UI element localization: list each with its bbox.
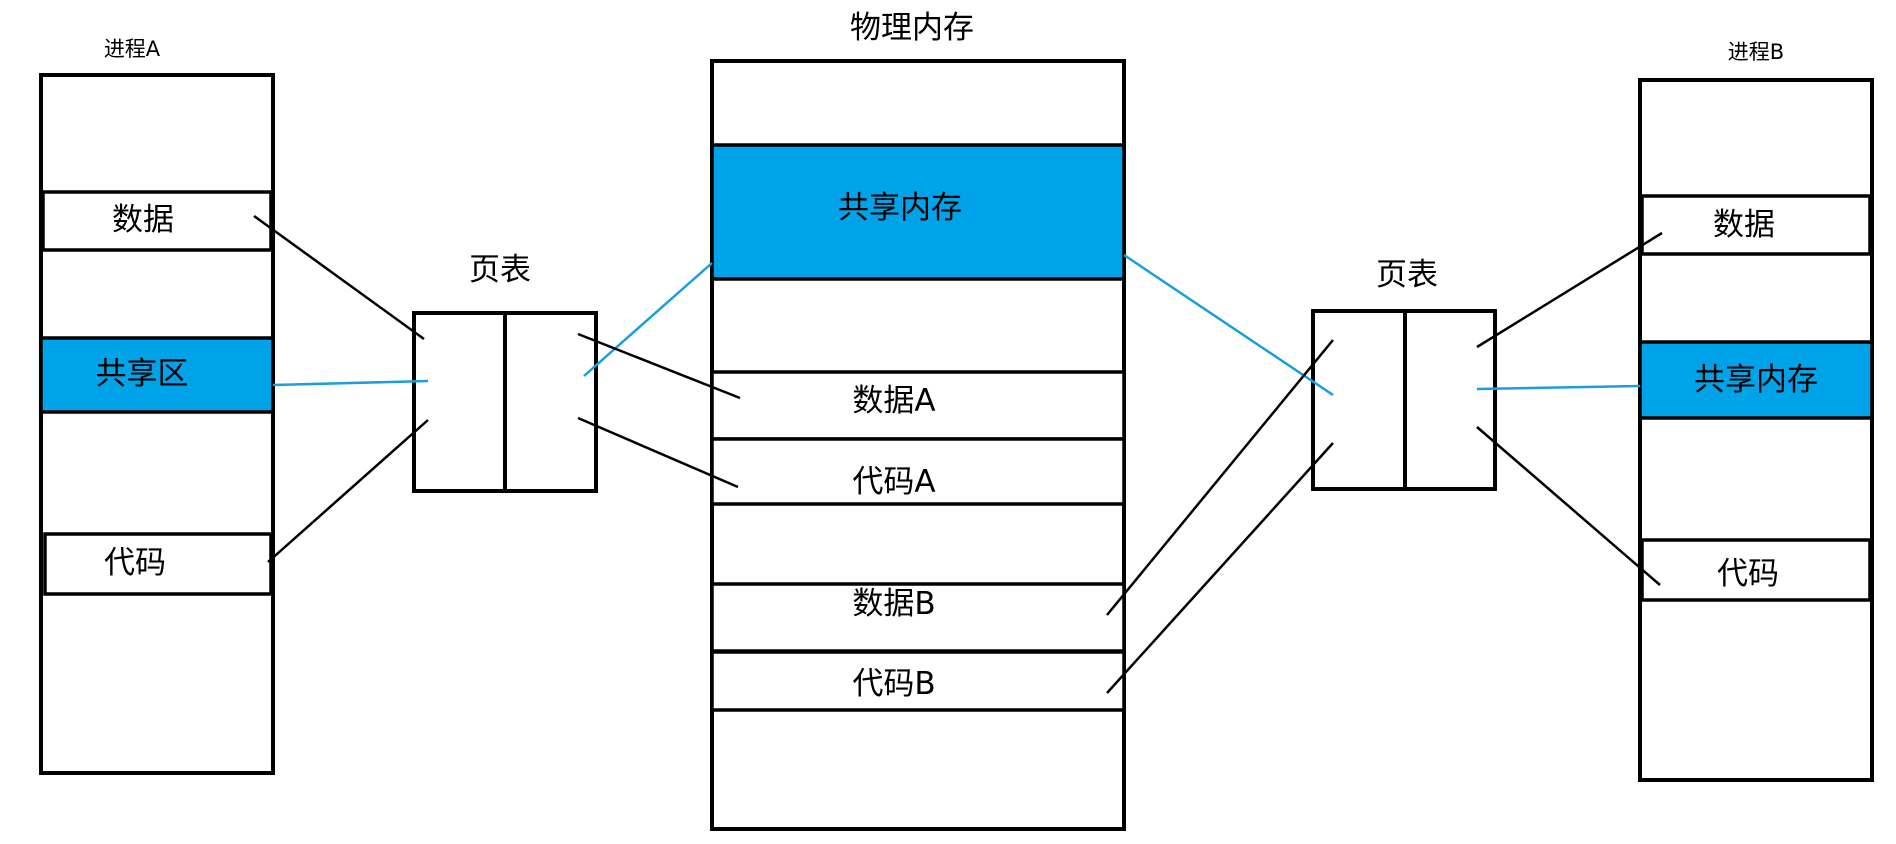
map-line-table-a-to-shared <box>583 262 713 377</box>
map-line-table-a-to-code-a <box>577 416 739 489</box>
process-b-data-label: 数据 <box>1713 207 1775 243</box>
map-line-data-b-to-table-b <box>1106 339 1334 616</box>
map-line-a-data-to-table <box>253 214 425 341</box>
page-table-a-title: 页表 <box>469 252 531 288</box>
process-a-space <box>39 73 275 775</box>
map-line-shared-to-table-b <box>1123 253 1334 397</box>
process-a: 进程A 数据 共享区 代码 <box>39 37 275 775</box>
process-b: 进程B 数据 共享内存 代码 <box>1638 40 1874 782</box>
process-b-data-segment <box>1640 194 1872 256</box>
process-a-data-label: 数据 <box>112 202 174 238</box>
physical-memory-code-b-label: 代码B <box>852 666 935 702</box>
physical-memory-data-a-label: 数据A <box>852 383 935 419</box>
process-a-shared-label: 共享区 <box>96 356 189 392</box>
physical-memory-data-b-segment <box>710 582 1126 653</box>
physical-memory: 物理内存 共享内存 数据A 代码A 数据B 代码B <box>710 10 1126 831</box>
page-table-b: 页表 <box>1311 257 1497 491</box>
map-line-table-b-to-data <box>1476 231 1663 349</box>
process-b-space <box>1638 78 1874 782</box>
physical-memory-shared-label: 共享内存 <box>838 190 962 226</box>
map-line-a-code-to-table <box>267 419 429 563</box>
process-b-shared-segment <box>1638 340 1874 420</box>
map-line-code-b-to-table-b <box>1106 442 1334 694</box>
physical-memory-data-a-segment <box>710 370 1126 441</box>
process-b-title: 进程B <box>1728 40 1784 64</box>
map-line-a-shared-to-table <box>272 379 429 387</box>
physical-memory-data-b-label: 数据B <box>852 586 935 622</box>
process-a-code-segment <box>43 532 273 596</box>
physical-memory-code-a-segment <box>710 437 1126 506</box>
process-a-title: 进程A <box>104 37 161 61</box>
physical-memory-code-a-label: 代码A <box>852 464 935 500</box>
map-line-table-b-to-shared <box>1476 384 1641 391</box>
page-table-b-title: 页表 <box>1376 257 1438 293</box>
process-a-shared-segment <box>39 336 275 414</box>
map-line-table-b-to-code <box>1476 426 1661 586</box>
process-a-code-label: 代码 <box>104 545 166 581</box>
physical-memory-code-b-segment <box>710 650 1126 712</box>
process-b-shared-label: 共享内存 <box>1694 362 1818 398</box>
map-line-table-a-to-data-a <box>577 332 741 400</box>
process-b-code-label: 代码 <box>1717 556 1779 592</box>
physical-memory-title: 物理内存 <box>850 10 974 46</box>
page-table-a: 页表 <box>412 252 598 493</box>
physical-memory-shared-segment <box>710 143 1126 281</box>
process-a-data-segment <box>41 190 273 252</box>
process-b-code-segment <box>1640 538 1872 602</box>
